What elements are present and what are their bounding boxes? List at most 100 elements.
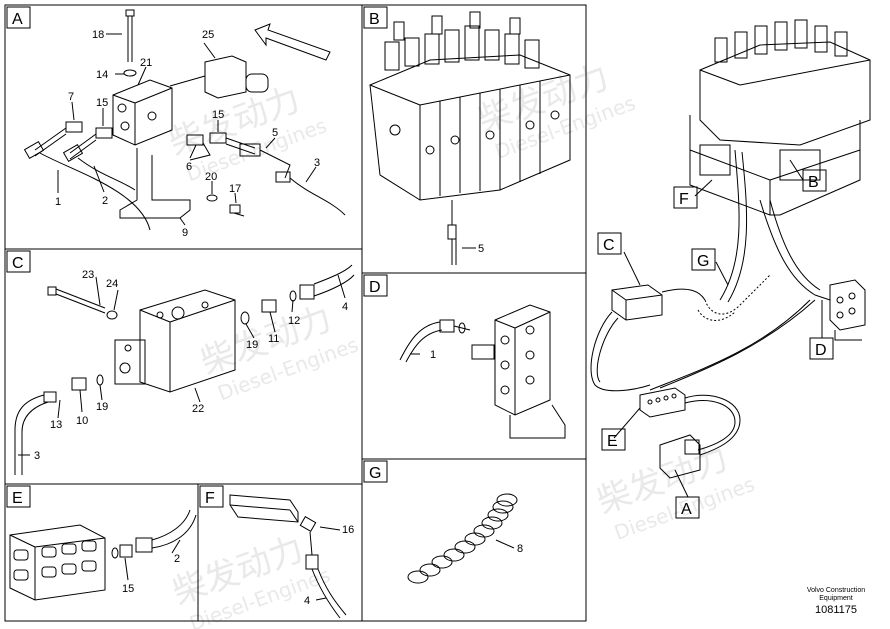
panel-f-letter-box [199,485,224,508]
callout-11: 11 [268,333,279,345]
control-valve [369,54,571,201]
callout-23: 23 [82,269,94,281]
callout-25: 25 [202,29,214,41]
callout-14: 14 [96,69,108,81]
overview-label-f: F [679,191,689,208]
footer-number: 1081175 [815,604,857,616]
overview-box-a [675,496,700,519]
panel-a-letter-box [6,6,31,29]
overview-box-e [601,428,626,451]
overview-assembly [590,19,871,498]
callout-12: 12 [288,315,300,327]
solenoid [204,55,247,99]
overview-box-d [809,337,834,360]
callout-13: 13 [50,419,62,431]
overview-switch [611,284,663,321]
callout-20: 20 [205,171,217,183]
fitting [471,344,495,360]
panel-f-letter: F [205,490,215,507]
overview-label-d: D [815,342,827,359]
panel-a-texts: A 18 25 14 21 7 15 15 5 6 3 1 2 20 17 9 [12,11,320,239]
washer [123,69,137,77]
callout-4: 4 [304,595,310,607]
panel-b-letter-box [363,6,388,29]
callout-1: 1 [430,349,436,361]
bolt-head [125,9,135,17]
valve-block [112,79,173,146]
panel-b-texts: B 5 [369,11,484,255]
hose [34,127,67,151]
overview-label-texts: F B C G D E A [603,174,827,518]
panel-d [361,272,587,460]
callout-6: 6 [186,161,192,173]
overview-block-d [829,279,866,331]
callout-15: 15 [212,109,224,121]
port-plate [114,339,146,385]
panel-e-letter-box [6,485,31,508]
panel-c-texts: C 23 24 4 19 11 12 13 10 19 22 3 [12,255,348,462]
overview-label-boxes [597,169,834,519]
fitting [65,121,83,133]
panel-d-texts: D 1 [369,279,436,361]
panel-f-texts: F 16 4 [205,490,354,607]
callout-2: 2 [174,553,180,565]
callout-2: 2 [102,195,108,207]
overview-label-g: G [697,253,709,270]
footer: Volvo Construction Equipment 1081175 [807,587,865,616]
overview-label-e: E [607,433,618,450]
panel-g-letter: G [369,465,381,482]
callout-22: 22 [192,403,204,415]
callout-15: 15 [122,583,134,595]
direction-arrow [254,23,331,61]
overview-label-c: C [603,237,615,254]
overview-frame [689,115,861,216]
fitting [447,224,457,240]
overview-box-b [802,169,827,192]
callout-21: 21 [140,57,152,69]
callout-17: 17 [229,183,241,195]
overview-connector-e [639,387,686,418]
callout-5: 5 [478,243,484,255]
callout-3: 3 [34,450,40,462]
overview-valve-a [659,434,701,479]
panel-e [4,483,199,622]
overview-box-g [691,248,716,271]
pressure-switch [229,494,299,523]
hose [69,133,97,154]
callout-4: 4 [342,301,348,313]
callout-19: 19 [246,339,258,351]
overview-box-c [597,232,622,255]
overview-label-b: B [808,174,819,191]
panel-c-letter: C [12,255,24,272]
overview-control-valve [699,41,871,146]
distribution-block [494,304,551,416]
panel-e-frame [4,483,199,622]
panel-d-letter: D [369,279,381,296]
fitting [186,134,204,146]
panel-c-letter-box [6,250,31,273]
callout-9: 9 [182,227,188,239]
panel-g [361,458,587,622]
panel-e-letter: E [12,490,23,507]
panel-e-texts: E 15 2 [12,490,180,595]
callout-18: 18 [92,29,104,41]
overview-label-a: A [681,501,692,518]
callout-8: 8 [517,543,523,555]
fitting [95,127,113,139]
panel-d-frame [361,272,587,460]
panel-g-texts: G 8 [369,465,523,555]
coiled-hose [407,493,518,584]
callout-19: 19 [96,401,108,413]
overview-box-f [673,186,698,209]
callout-3: 3 [314,157,320,169]
callout-16: 16 [342,524,354,536]
panel-a-letter: A [12,11,23,28]
callout-15: 15 [96,97,108,109]
footer-line2: Equipment [819,595,853,602]
panel-b-letter: B [369,11,380,28]
valve-block [139,289,236,393]
panel-g-frame [361,458,587,622]
panel-d-letter-box [363,274,388,297]
callout-1: 1 [55,196,61,208]
